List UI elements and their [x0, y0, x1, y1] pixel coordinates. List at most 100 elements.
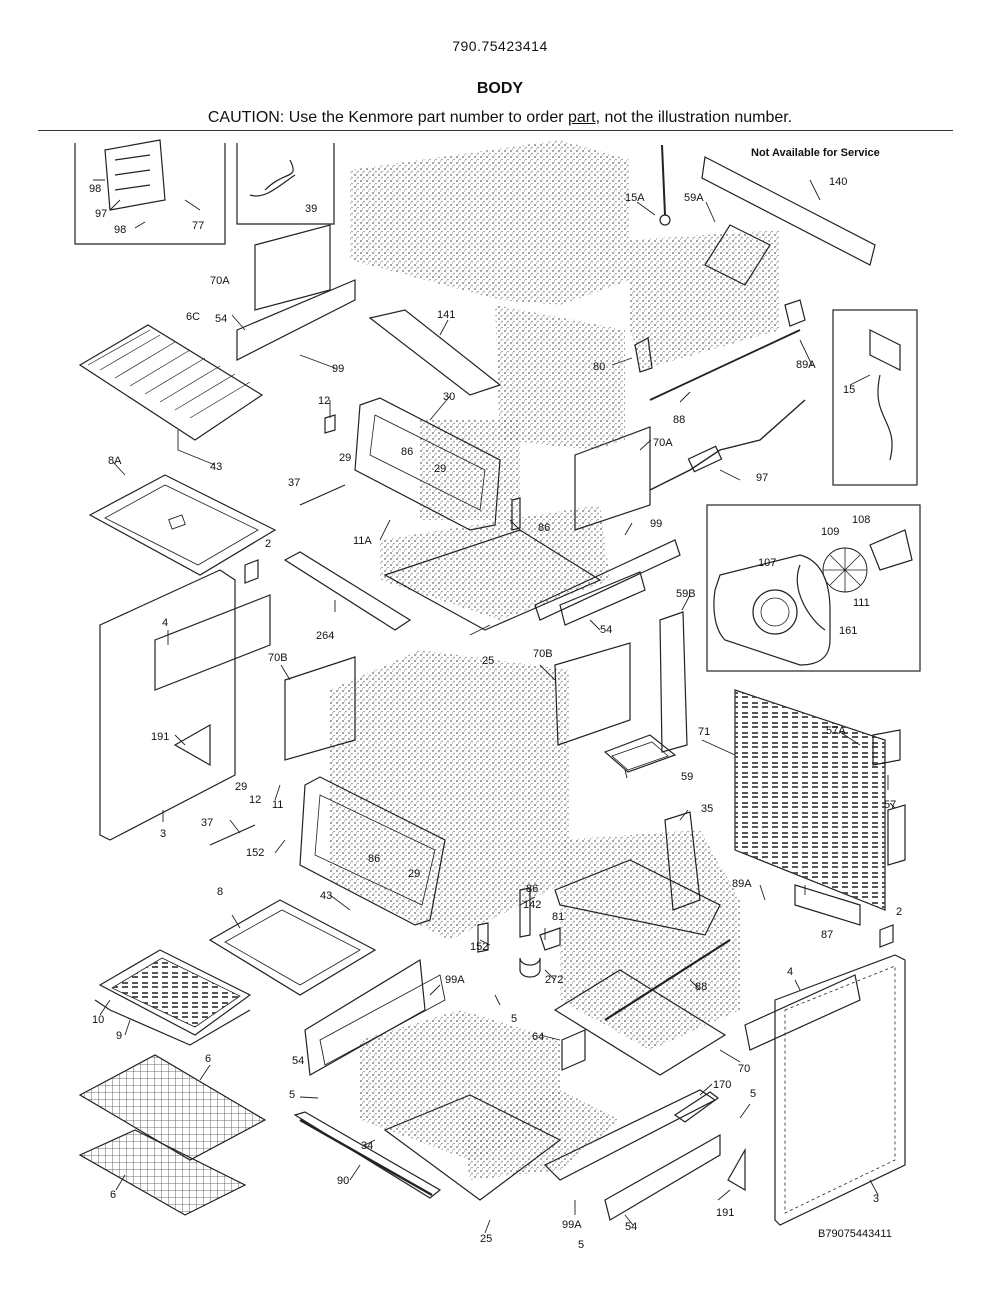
part-trim-140 [701, 156, 876, 266]
inset-box-sensor [832, 309, 918, 486]
callout-59: 59 [681, 771, 693, 783]
callout-152-left: 152 [246, 847, 264, 859]
callout-59a: 59A [684, 192, 704, 204]
callout-99-right: 99 [650, 518, 662, 530]
callout-64: 64 [532, 1031, 544, 1043]
callout-57: 57 [884, 799, 896, 811]
callout-86-mid: 86 [368, 853, 380, 865]
part-power-cord [249, 159, 296, 197]
callout-142: 142 [523, 899, 541, 911]
callout-2-lower: 2 [896, 906, 902, 918]
callout-6-lower: 6 [110, 1189, 116, 1201]
part-bracket-170 [673, 1091, 720, 1123]
callout-30: 30 [443, 391, 455, 403]
callout-86-upper-b: 86 [538, 522, 550, 534]
callout-12-upper: 12 [318, 395, 330, 407]
part-insulation-70a-right [574, 426, 651, 531]
header-divider [38, 130, 953, 131]
callout-88-upper: 88 [673, 414, 685, 426]
callout-99a-right: 99A [562, 1219, 582, 1231]
inset-box-fan [706, 504, 921, 672]
caution-text-end: , not the illustration number. [595, 109, 793, 126]
part-channel-264 [283, 551, 412, 631]
callout-70a-right: 70A [653, 437, 673, 449]
callout-5-mid: 5 [511, 1013, 517, 1025]
callout-3-left: 3 [160, 828, 166, 840]
part-baffle-59b [659, 611, 688, 753]
callout-4-upper: 4 [162, 617, 168, 629]
callout-89a-lower: 89A [732, 878, 752, 890]
callout-88-lower: 88 [695, 981, 707, 993]
callout-43-upper: 43 [210, 461, 222, 473]
part-sensor-15 [869, 329, 901, 461]
model-number: 790.75423414 [452, 38, 548, 54]
callout-57a: 57A [826, 725, 846, 737]
callout-98-bottom: 98 [114, 224, 126, 236]
callout-70b-right: 70B [533, 648, 553, 660]
callout-140: 140 [829, 176, 847, 188]
callout-29-lower: 29 [408, 868, 420, 880]
part-bracket-57 [887, 804, 906, 866]
part-broiler-grid-9 [94, 999, 251, 1046]
callout-54-lower-right: 54 [625, 1221, 637, 1233]
leader-lines [93, 179, 896, 1234]
part-sensor-15a [661, 144, 666, 216]
part-trim-54-lower-right [604, 1133, 721, 1221]
callout-37-lower: 37 [201, 817, 213, 829]
availability-note: Not Available for Service [751, 147, 880, 159]
inset-box-cord [236, 143, 335, 225]
callout-29-upper-b: 29 [434, 463, 446, 475]
callout-152-lower: 152 [470, 941, 488, 953]
part-insulation-70b-left [284, 656, 356, 761]
part-duct-35 [664, 811, 701, 911]
callout-90: 90 [337, 1175, 349, 1187]
part-base-panel-25-lower [383, 1094, 562, 1201]
callout-2-upper: 2 [265, 538, 271, 550]
part-shield-87 [794, 884, 861, 926]
caution-part-link[interactable]: part [568, 109, 596, 126]
callout-10: 10 [92, 1014, 104, 1026]
part-channel-99-right [534, 539, 681, 621]
part-frame-11a [354, 397, 501, 531]
callout-99a-left: 99A [445, 974, 465, 986]
part-box-59 [603, 734, 677, 773]
part-stipple-floor-142 [554, 859, 721, 936]
callout-170: 170 [713, 1079, 731, 1091]
callout-109: 109 [821, 526, 839, 538]
part-rack-6c [78, 324, 264, 441]
part-bottom-panel-70 [553, 969, 727, 1076]
part-clip-2-upper [244, 559, 259, 584]
part-element-88-upper [649, 329, 801, 401]
callout-29-upper-a: 29 [339, 452, 351, 464]
part-vent-141 [368, 309, 502, 396]
part-insulation-70b-right [554, 642, 631, 746]
callout-35: 35 [701, 803, 713, 815]
callout-97-inset: 97 [95, 208, 107, 220]
callout-3-right: 3 [873, 1193, 879, 1205]
callout-86-upper-a: 86 [401, 446, 413, 458]
callout-4-lower: 4 [787, 966, 793, 978]
callout-8a: 8A [108, 455, 122, 467]
callout-98-top: 98 [89, 183, 101, 195]
caution-text: CAUTION: Use the Kenmore part number to … [0, 109, 1000, 127]
callout-264: 264 [316, 630, 334, 642]
callout-54-upper: 54 [215, 313, 227, 325]
part-broiler-pan-10 [98, 949, 252, 1036]
callout-25-lower: 25 [480, 1233, 492, 1245]
part-clip-2-lower [879, 924, 894, 948]
part-rail-99a [319, 974, 446, 1066]
callout-99-upper: 99 [332, 363, 344, 375]
callout-15: 15 [843, 384, 855, 396]
part-side-panel-3-right [774, 954, 906, 1226]
callout-71: 71 [698, 726, 710, 738]
callout-86-lower: 86 [526, 883, 538, 895]
part-trim-54-lower-left [304, 958, 426, 1076]
callout-87: 87 [821, 929, 833, 941]
part-fan-housing-107 [713, 554, 831, 666]
part-cable-161 [796, 564, 826, 631]
drawing-number: B79075443411 [818, 1228, 892, 1240]
part-bracket-191-left [173, 723, 211, 767]
callout-5-left: 5 [289, 1089, 295, 1101]
callout-97-right: 97 [756, 472, 768, 484]
